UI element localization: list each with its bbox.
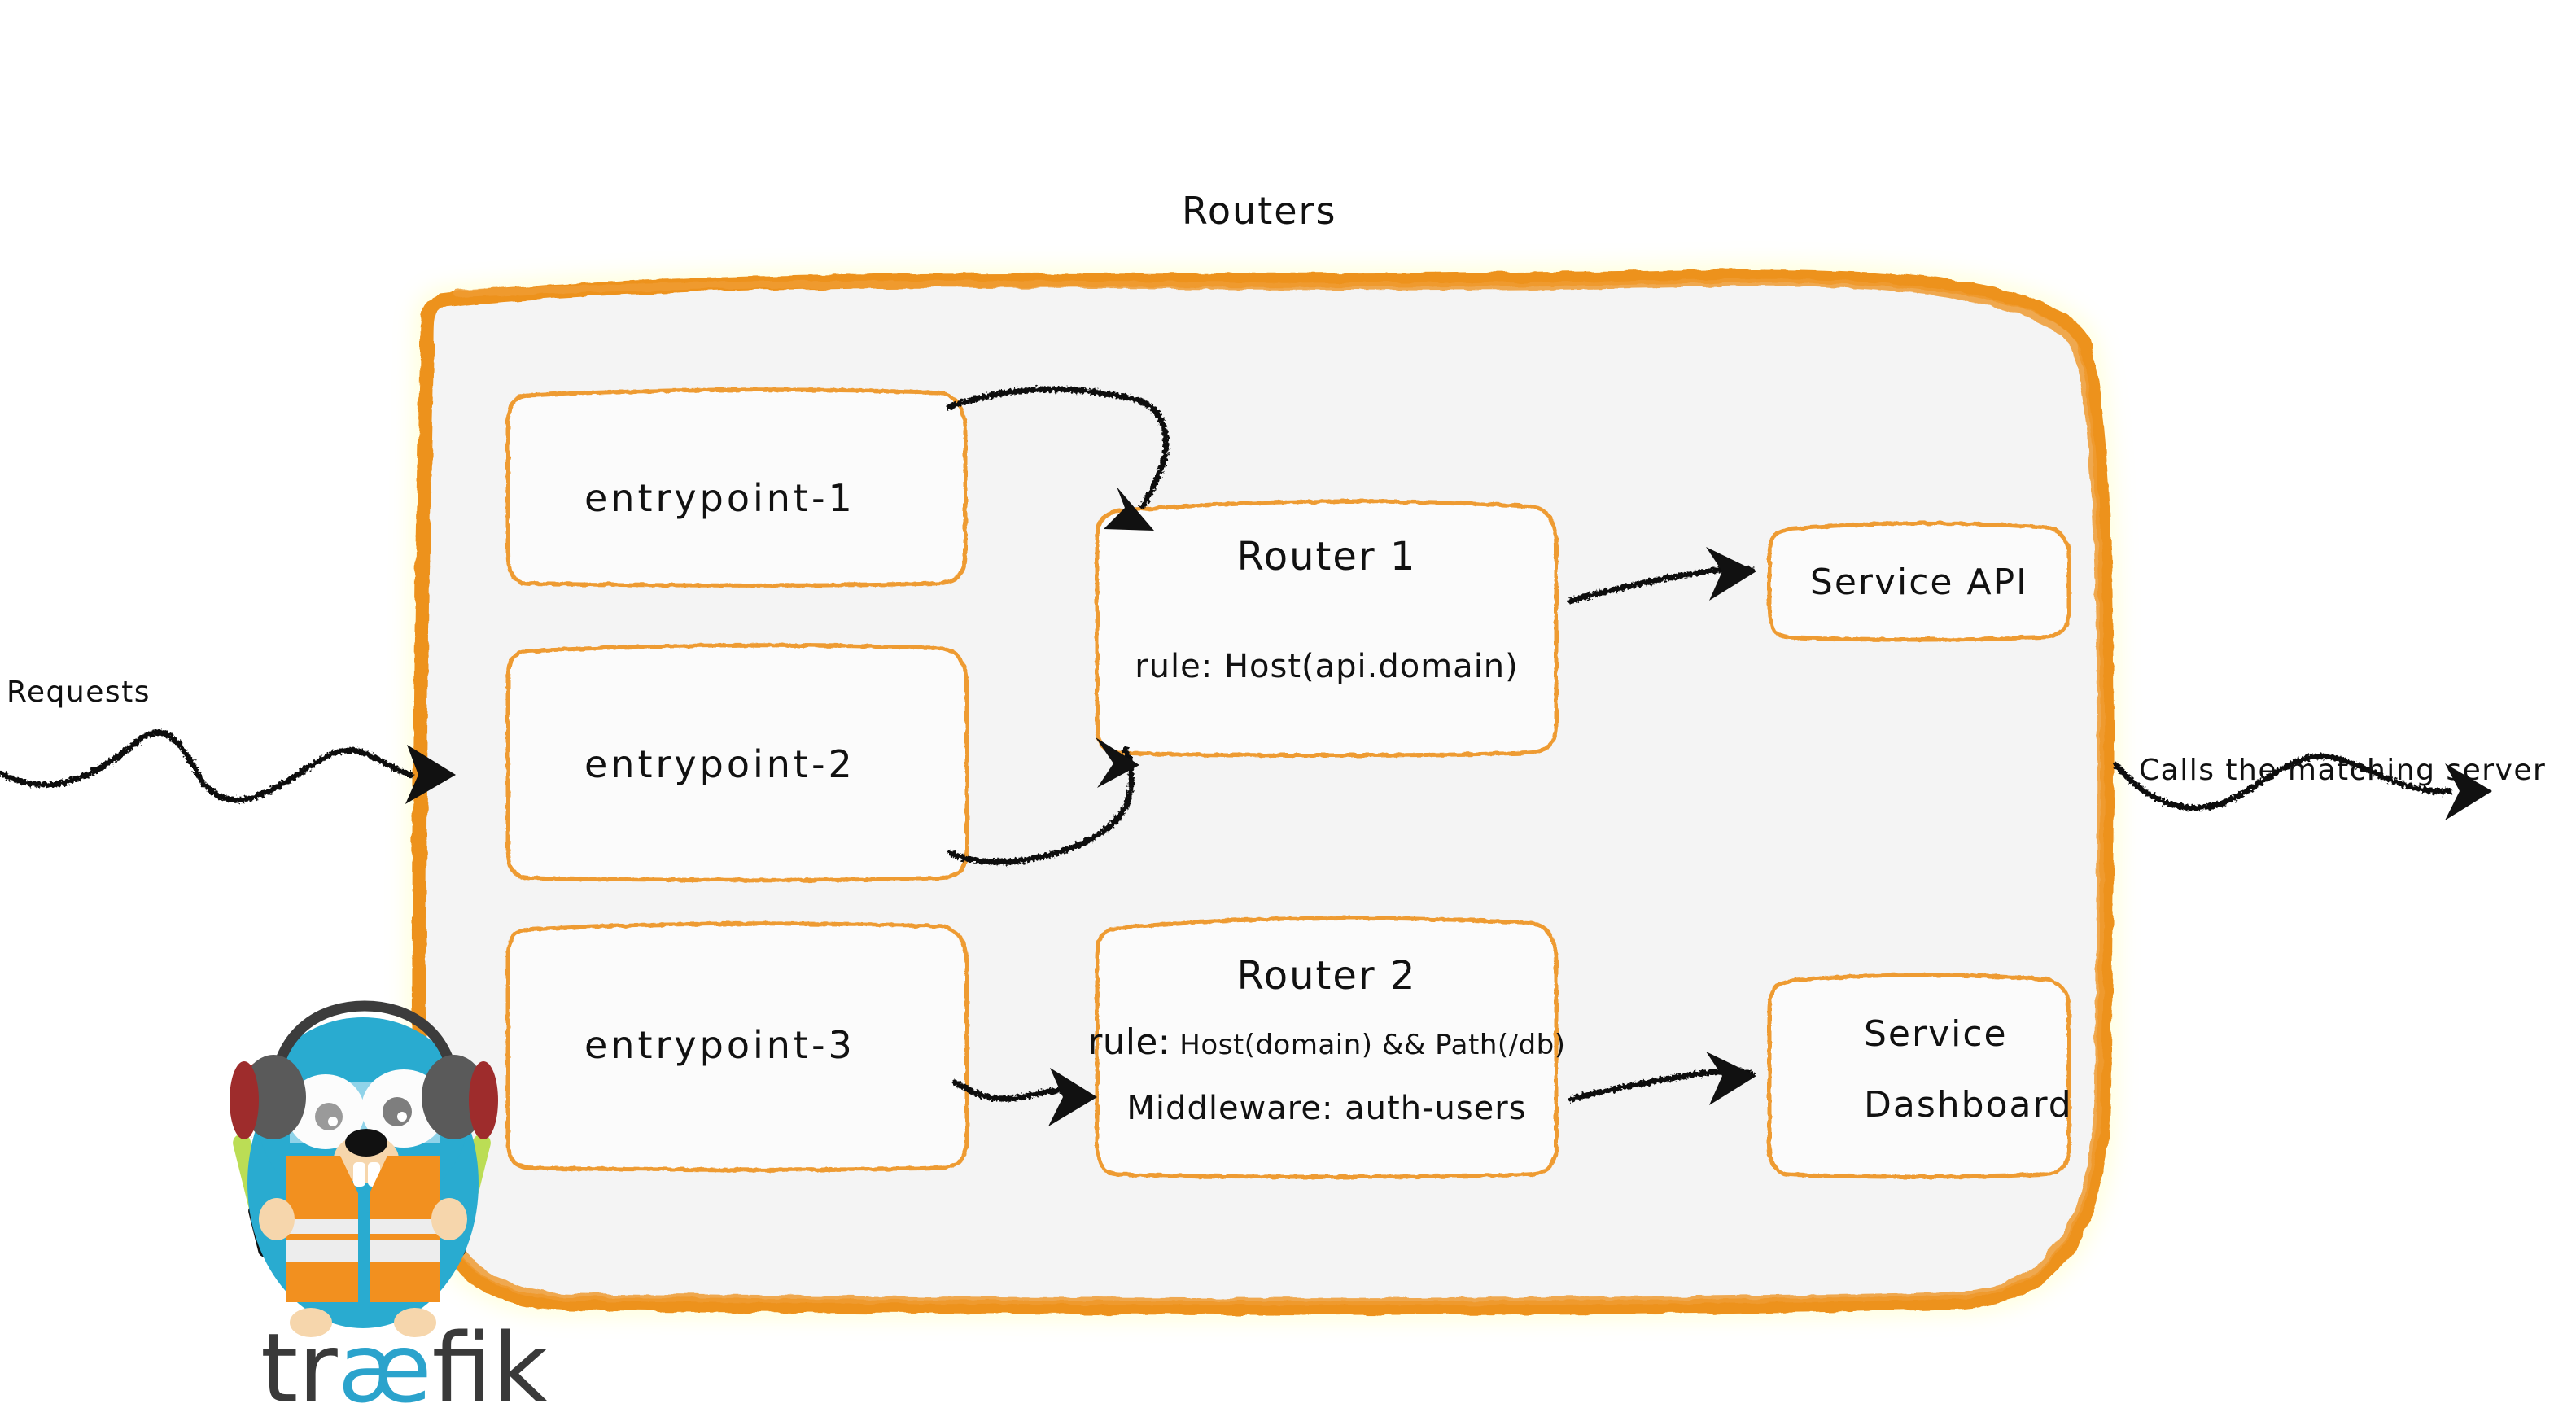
gopher-tooth-left <box>353 1162 365 1187</box>
router-2-rule-value: Host(domain) && Path(/db) <box>1179 1029 1565 1061</box>
gopher-eye-glint-left <box>328 1117 338 1126</box>
gopher-hand-right <box>431 1198 467 1240</box>
gopher-vest-stripe-right-3 <box>370 1276 440 1284</box>
router-2-middleware-value: auth-users <box>1345 1090 1526 1127</box>
requests-arrow-line <box>0 729 414 803</box>
router-1-title: Router 1 <box>1237 534 1417 579</box>
router-2-rule-prefix: rule: <box>1087 1022 1170 1063</box>
gopher-earpad-left <box>230 1061 259 1139</box>
gopher-foot-left <box>290 1308 332 1337</box>
router-1-rule: rule: Host(api.domain) <box>1135 648 1519 685</box>
arrow-ep1-to-router1-line <box>946 387 1170 509</box>
gopher-hand-left <box>259 1198 295 1240</box>
entrypoint-label-2: entrypoint-2 <box>584 742 855 786</box>
requests-arrowhead <box>405 745 456 804</box>
panel-border <box>412 269 2115 1315</box>
entrypoint-box-2[interactable] <box>505 643 969 882</box>
gopher-vest-stripe-left-2 <box>286 1234 358 1240</box>
wordmark-part-tr: tr <box>260 1312 338 1408</box>
traefik-gopher-mascot <box>230 1000 498 1337</box>
gopher-headphone-band <box>269 1000 460 1088</box>
service-dashboard-label-line1: Service <box>1864 1013 2008 1055</box>
gopher-pupil-right <box>383 1097 412 1126</box>
gopher-eye-glint-right <box>397 1112 407 1122</box>
gopher-vest-stripe-left-3 <box>286 1276 358 1284</box>
service-api-label: Service API <box>1810 562 2028 603</box>
wordmark-part-fik: fik <box>432 1312 549 1408</box>
gopher-vest-stripe-right-2 <box>370 1234 440 1240</box>
gopher-earpad-right <box>469 1061 498 1139</box>
arrow-router1-arrowhead <box>1706 547 1756 601</box>
calls-server-arrowhead <box>2445 763 2492 820</box>
gopher-foot-right <box>394 1308 436 1337</box>
entrypoint-label-1: entrypoint-1 <box>584 476 855 520</box>
gopher-pupil-left <box>315 1103 343 1130</box>
entrypoint-box-1[interactable] <box>505 387 968 588</box>
arrow-ep1-arrowhead <box>1104 487 1154 531</box>
gopher-earcup-right <box>422 1055 487 1139</box>
router-2-middleware-prefix: Middleware: <box>1126 1090 1333 1127</box>
entrypoint-label-3: entrypoint-3 <box>584 1023 855 1067</box>
service-box-api[interactable] <box>1767 521 2071 642</box>
arrow-ep3-arrowhead <box>1048 1068 1097 1126</box>
router-2-title: Router 2 <box>1237 953 1417 999</box>
gopher-nose <box>345 1129 387 1157</box>
wordmark-part-ae: æ <box>338 1312 432 1408</box>
entrypoint-box-3[interactable] <box>505 921 969 1172</box>
requests-label: Requests <box>7 676 151 709</box>
router-2-middleware: Middleware: auth-users <box>1126 1090 1526 1127</box>
calls-server-label: Calls the matching server <box>2139 754 2546 787</box>
router-1-rule-value: Host(api.domain) <box>1224 648 1519 685</box>
arrow-router2-arrowhead <box>1706 1052 1756 1105</box>
arrow-ep3-to-router2-line <box>951 1079 1069 1102</box>
arrow-ep2-arrowhead <box>1096 737 1139 788</box>
arrowheads <box>405 487 2492 1126</box>
service-dashboard-label-line2: Dashboard <box>1864 1084 2073 1126</box>
gopher-earcup-left <box>241 1055 306 1139</box>
router-box-2[interactable] <box>1095 916 1559 1179</box>
calls-server-arrow-line <box>2113 753 2453 811</box>
router-2-rule: rule: Host(domain) && Path(/db) <box>1087 1022 1565 1063</box>
page-title: Routers <box>1182 189 1336 233</box>
router-1-rule-prefix: rule: <box>1135 648 1213 685</box>
service-box-dashboard[interactable] <box>1767 973 2071 1179</box>
traefik-wordmark: træfik <box>260 1312 548 1408</box>
